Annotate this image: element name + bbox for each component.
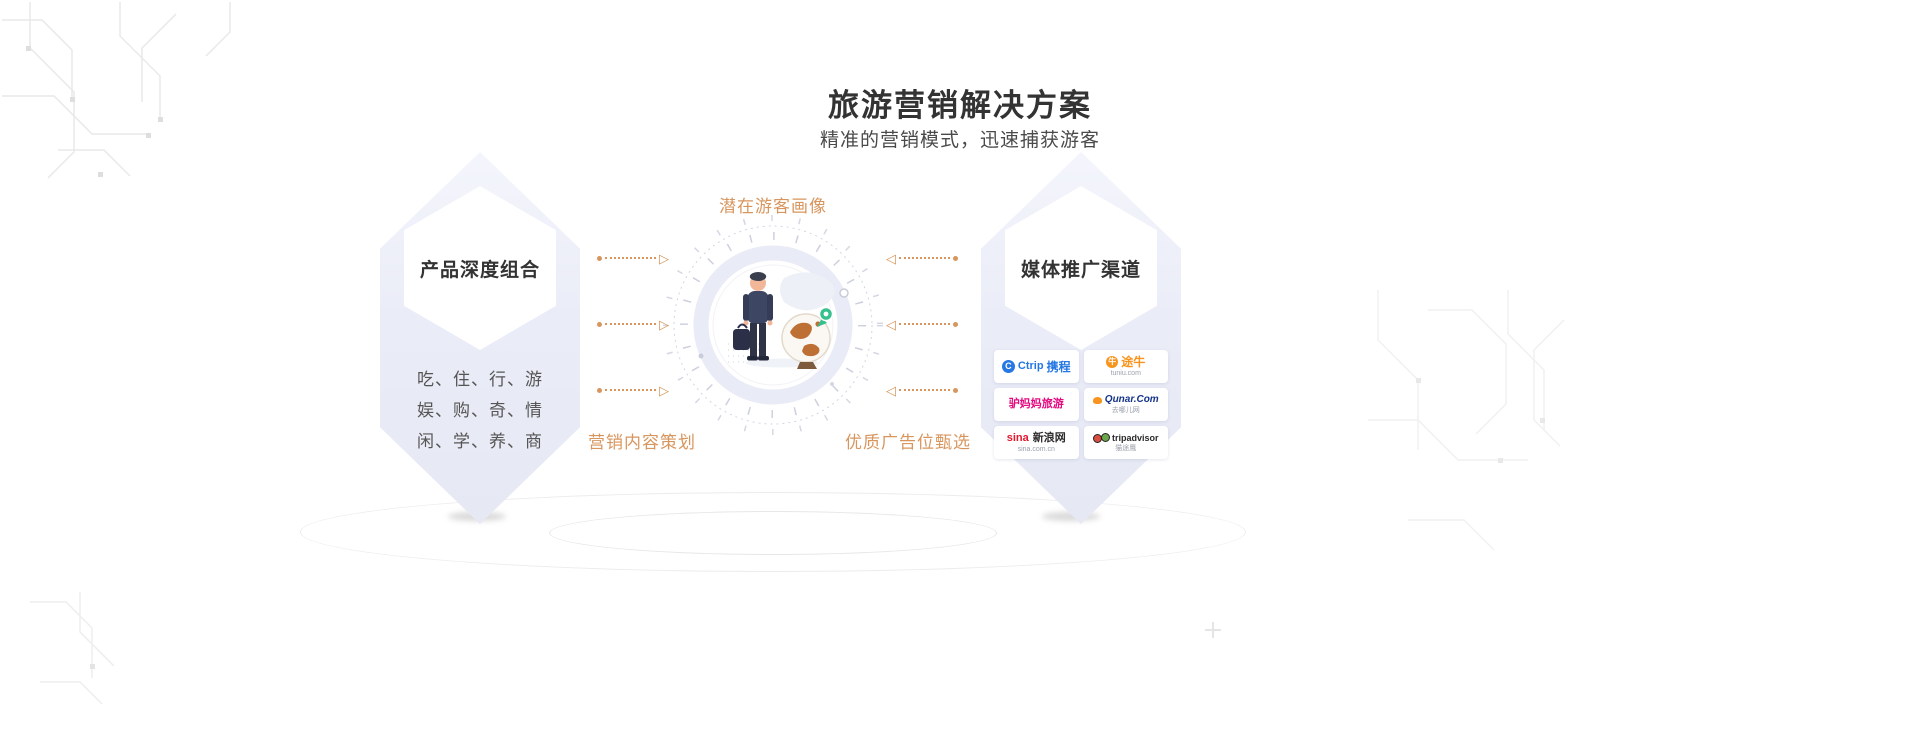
dotted-line bbox=[899, 389, 950, 391]
globe-traveler-graphic bbox=[663, 215, 883, 435]
left-card-line: 娱、购、奇、情 bbox=[417, 401, 543, 420]
arrow-right-icon: ▷ bbox=[659, 316, 669, 332]
left-card-lines: 吃、住、行、游 娱、购、奇、情 闲、学、养、商 bbox=[380, 364, 580, 457]
media-logo-grid: C Ctrip 携程 牛 途牛 tuniu.com 驴妈妈旅游 bbox=[994, 350, 1168, 459]
logo-sina-text: sina bbox=[1006, 431, 1029, 444]
logo-lvmama-text: 驴妈妈旅游 bbox=[1008, 398, 1064, 410]
dotted-line bbox=[899, 257, 950, 259]
logo-tripadvisor-sub: 猫途鹰 bbox=[1115, 444, 1137, 452]
arrow-origin-dot bbox=[953, 321, 958, 327]
logo-sina-text-cn: 新浪网 bbox=[1032, 431, 1066, 444]
traveler-portrait-illustration bbox=[654, 206, 892, 444]
logo-sina-sub: sina.com.cn bbox=[1017, 445, 1055, 453]
logo-qunar: Qunar.Com 去哪儿网 bbox=[1083, 388, 1168, 421]
arrow-left-icon: ◁ bbox=[886, 316, 896, 332]
logo-tuniu: 牛 途牛 tuniu.com bbox=[1083, 350, 1168, 383]
right-card-title: 媒体推广渠道 bbox=[1020, 259, 1141, 281]
arrow-origin-dot bbox=[597, 387, 602, 393]
flow-arrow-left-1: ▷ bbox=[597, 251, 669, 265]
dotted-line bbox=[605, 389, 656, 391]
arrow-left-icon: ◁ bbox=[886, 250, 896, 266]
ctrip-dolphin-icon: C bbox=[1001, 360, 1015, 373]
label-potential-traveler-portrait: 潜在游客画像 bbox=[719, 197, 827, 216]
qunar-camel-icon bbox=[1092, 396, 1102, 404]
flow-arrow-right-3: ◁ bbox=[886, 383, 958, 397]
logo-qunar-text: Qunar.Com bbox=[1104, 394, 1159, 405]
flow-arrow-right-2: ◁ bbox=[886, 317, 958, 331]
logo-tuniu-sub: tuniu.com bbox=[1110, 370, 1141, 377]
arrow-right-icon: ▷ bbox=[659, 382, 669, 398]
dotted-line bbox=[605, 323, 656, 325]
arrow-origin-dot bbox=[597, 255, 602, 261]
flow-arrow-right-1: ◁ bbox=[886, 251, 958, 265]
tuniu-cow-icon: 牛 bbox=[1106, 356, 1119, 368]
logo-tuniu-text: 途牛 bbox=[1121, 355, 1146, 369]
logo-ctrip-text-cn: 携程 bbox=[1046, 359, 1071, 374]
left-card-title: 产品深度组合 bbox=[419, 259, 540, 281]
arrow-origin-dot bbox=[597, 321, 602, 327]
dotted-line bbox=[899, 323, 950, 325]
left-card-line: 闲、学、养、商 bbox=[417, 432, 543, 451]
dotted-line bbox=[605, 257, 656, 259]
flow-arrow-left-3: ▷ bbox=[597, 383, 669, 397]
media-channels-card: 媒体推广渠道 C Ctrip 携程 牛 途牛 tuniu.com 驴妈妈旅游 bbox=[981, 152, 1181, 524]
arrow-origin-dot bbox=[953, 255, 958, 261]
arrow-origin-dot bbox=[953, 387, 958, 393]
ground-ellipse-inner bbox=[549, 511, 997, 555]
logo-ctrip: C Ctrip 携程 bbox=[994, 350, 1079, 383]
label-premium-ad-placement: 优质广告位甄选 bbox=[845, 433, 971, 452]
right-hexagon-shadow bbox=[1042, 512, 1100, 521]
page-subtitle: 精准的营销模式，迅速捕获游客 bbox=[819, 130, 1100, 151]
logo-ctrip-text: Ctrip bbox=[1017, 360, 1044, 372]
tripadvisor-owl-icon bbox=[1092, 433, 1110, 443]
left-card-line: 吃、住、行、游 bbox=[417, 370, 543, 389]
label-marketing-content-planning: 营销内容策划 bbox=[588, 433, 696, 452]
logo-tripadvisor-text: tripadvisor bbox=[1111, 432, 1159, 443]
product-combination-card: 产品深度组合 吃、住、行、游 娱、购、奇、情 闲、学、养、商 bbox=[380, 152, 580, 524]
flow-arrow-left-2: ▷ bbox=[597, 317, 669, 331]
arrow-right-icon: ▷ bbox=[659, 250, 669, 266]
logo-tripadvisor: tripadvisor 猫途鹰 bbox=[1083, 426, 1168, 459]
page-title: 旅游营销解决方案 bbox=[828, 87, 1092, 123]
arrow-left-icon: ◁ bbox=[886, 382, 896, 398]
logo-lvmama: 驴妈妈旅游 bbox=[994, 388, 1079, 421]
ground-ellipse-outer bbox=[300, 492, 1246, 572]
logo-sina: sina 新浪网 sina.com.cn bbox=[994, 426, 1079, 459]
logo-qunar-sub: 去哪儿网 bbox=[1111, 407, 1140, 414]
